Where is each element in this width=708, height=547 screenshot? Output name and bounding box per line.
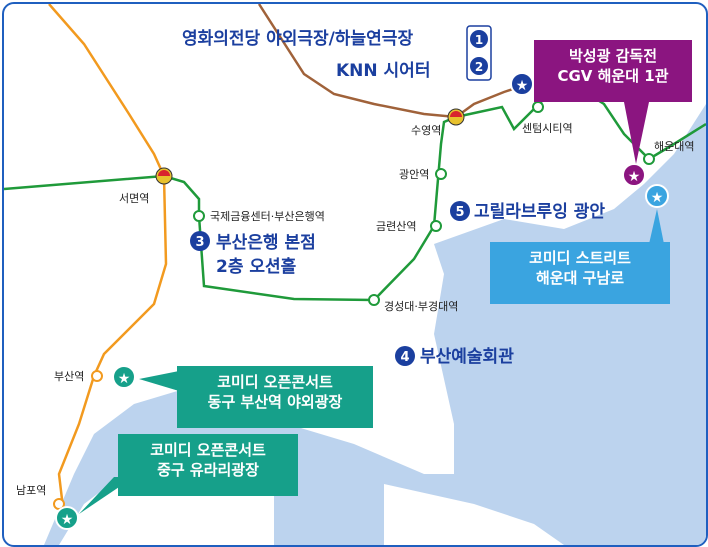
- venue-4-label[interactable]: 부산예술회관: [420, 347, 514, 367]
- station-kyungsung-marker[interactable]: [368, 294, 380, 306]
- station-nampo-marker[interactable]: [53, 498, 65, 510]
- station-gwangan-label: 광안역: [399, 168, 429, 181]
- station-haeundae-label: 해운대역: [654, 139, 694, 153]
- sea-area: [4, 104, 706, 545]
- venue-3-marker[interactable]: 3: [190, 231, 210, 251]
- callout-cgv-pointer: [624, 102, 649, 164]
- station-kyungsung-label: 경성대·부경대역: [384, 300, 458, 313]
- metro-line-2: [4, 77, 706, 302]
- callout-gunamro-pointer: [649, 209, 664, 244]
- station-busan-label: 부산역: [54, 370, 84, 383]
- venue-5-marker[interactable]: 5: [450, 201, 470, 221]
- venue-5-label[interactable]: 고릴라브루잉 광안: [474, 202, 605, 222]
- donghae-line: [257, 4, 523, 119]
- venue-2-number: 2: [475, 60, 483, 74]
- callout-open-concert-nampo-line2: 중구 유라리광장: [157, 461, 259, 479]
- venue-2-marker[interactable]: 2: [470, 57, 488, 75]
- callout-comedy-street-line2: 해운대 구남로: [535, 269, 625, 287]
- venue-3-label-line2[interactable]: 2층 오션홀: [216, 256, 297, 277]
- star-marker-gunamro[interactable]: ★: [645, 184, 669, 208]
- callout-open-concert-nampo-line1: 코미디 오픈콘서트: [150, 441, 266, 459]
- venue-2-label[interactable]: KNN 시어터: [336, 61, 430, 81]
- station-gwangan-marker[interactable]: [435, 168, 447, 180]
- station-centum-label: 센텀시티역: [522, 122, 573, 135]
- star-icon: ★: [628, 169, 641, 185]
- station-busan-marker[interactable]: [91, 370, 103, 382]
- sea-bay: [384, 484, 564, 545]
- callout-cgv[interactable]: 박성광 감독전 CGV 해운대 1관: [534, 40, 692, 102]
- station-seomyeon-label: 서면역: [119, 192, 149, 205]
- star-marker-nampo[interactable]: ★: [55, 506, 79, 530]
- venue-1-marker[interactable]: 1: [470, 30, 488, 48]
- station-gukje-marker[interactable]: [193, 210, 205, 222]
- callout-open-concert-busan-line2: 동구 부산역 야외광장: [207, 393, 343, 411]
- station-geumnyeonsan-marker[interactable]: [430, 220, 442, 232]
- callout-busan-pointer: [139, 371, 179, 391]
- callout-cgv-line1: 박성광 감독전: [568, 47, 658, 65]
- station-gukje-label: 국제금융센터·부산은행역: [210, 210, 325, 223]
- callout-comedy-street-line1: 코미디 스트리트: [529, 249, 631, 267]
- star-icon: ★: [118, 371, 131, 387]
- transfer-symbol-suyeong: [450, 111, 462, 117]
- station-nampo-label: 남포역: [16, 484, 46, 497]
- metro-line-1: [48, 4, 168, 517]
- callout-comedy-street[interactable]: 코미디 스트리트 해운대 구남로: [490, 242, 670, 304]
- star-icon: ★: [516, 78, 529, 94]
- star-marker-centum[interactable]: ★: [510, 72, 534, 96]
- callout-cgv-line2: CGV 해운대 1관: [557, 67, 669, 85]
- venue-3-label-line1[interactable]: 부산은행 본점: [216, 233, 316, 253]
- venue-5-number: 5: [455, 205, 464, 220]
- venue-4-number: 4: [400, 350, 409, 365]
- star-marker-cgv[interactable]: ★: [622, 163, 646, 187]
- star-icon: ★: [61, 512, 74, 528]
- star-marker-busan-station[interactable]: ★: [112, 365, 136, 389]
- star-icon: ★: [651, 190, 664, 206]
- station-suyeong-label: 수영역: [411, 124, 441, 137]
- callout-open-concert-busan-line1: 코미디 오픈콘서트: [217, 373, 333, 391]
- venue-1-label[interactable]: 영화의전당 야외극장/하늘연극장: [182, 29, 413, 49]
- callout-open-concert-nampo[interactable]: 코미디 오픈콘서트 중구 유라리광장: [118, 434, 298, 496]
- venue-3-number: 3: [195, 235, 204, 250]
- transfer-symbol-seomyeon: [158, 170, 170, 176]
- station-haeundae-marker[interactable]: [643, 153, 655, 165]
- venue-4-marker[interactable]: 4: [395, 346, 415, 366]
- callout-open-concert-busan[interactable]: 코미디 오픈콘서트 동구 부산역 야외광장: [177, 366, 373, 428]
- venue-1-number: 1: [475, 33, 483, 47]
- station-centum-marker[interactable]: [532, 101, 544, 113]
- station-geumnyeonsan-label: 금련산역: [376, 220, 416, 233]
